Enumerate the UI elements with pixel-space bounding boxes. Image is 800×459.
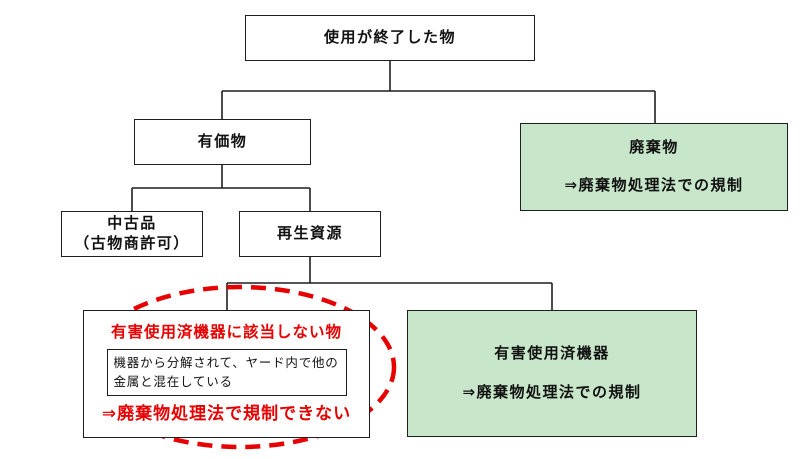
node-hazardous-title: 有害使用済機器	[494, 345, 610, 363]
node-recycled-resource: 再生資源	[239, 211, 381, 257]
detail-line-1: 機器から分解されて、ヤード内で他の	[113, 355, 339, 370]
node-valuable-label: 有価物	[197, 132, 248, 150]
node-not-hazardous-equipment: 有害使用済機器に該当しない物 機器から分解されて、ヤード内で他の 金属と混在して…	[83, 310, 370, 438]
node-valuable: 有価物	[134, 119, 311, 165]
node-waste: 廃棄物 ⇒廃棄物処理法での規制	[520, 123, 788, 211]
node-hazardous-equipment: 有害使用済機器 ⇒廃棄物処理法での規制	[407, 310, 697, 437]
detail-line-2: 金属と混在している	[113, 374, 233, 389]
node-used-goods: 中古品 （古物商許可）	[61, 211, 203, 257]
node-recycled-resource-label: 再生資源	[276, 224, 343, 242]
node-end-of-use: 使用が終了した物	[245, 15, 535, 61]
not-hazardous-detail-box: 機器から分解されて、ヤード内で他の 金属と混在している	[106, 348, 347, 397]
node-waste-regulation-note: ⇒廃棄物処理法での規制	[564, 177, 744, 194]
node-not-hazardous-note: ⇒廃棄物処理法で規制できない	[101, 404, 352, 424]
node-waste-title: 廃棄物	[629, 138, 679, 156]
node-not-hazardous-title: 有害使用済機器に該当しない物	[110, 324, 342, 341]
node-used-goods-line1: 中古品	[107, 214, 157, 232]
node-end-of-use-label: 使用が終了した物	[323, 28, 456, 46]
node-hazardous-regulation-note: ⇒廃棄物処理法での規制	[462, 383, 642, 401]
node-used-goods-line2: （古物商許可）	[74, 235, 190, 252]
